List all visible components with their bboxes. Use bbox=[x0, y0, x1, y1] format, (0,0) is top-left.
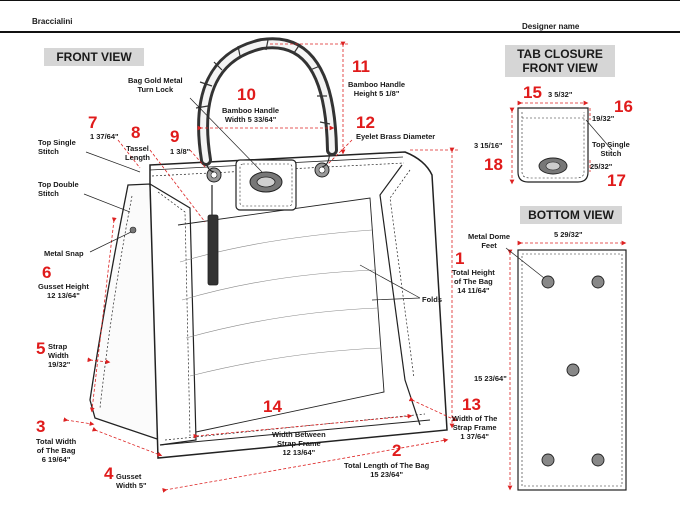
callout-9-number: 9 bbox=[170, 127, 180, 146]
callout-9-text: 1 3/8" bbox=[170, 147, 191, 156]
eyelet-right-hole bbox=[318, 166, 326, 174]
callout-8-text: Tassel Length bbox=[125, 144, 150, 162]
dim-strap-frame-width bbox=[408, 396, 458, 422]
callout-14-text: Width Between Strap Frame 12 13/64" bbox=[272, 430, 326, 457]
callout-1-number: 1 bbox=[455, 249, 465, 268]
center-panel bbox=[177, 197, 385, 433]
dim-eyelet bbox=[327, 139, 353, 165]
callout-18-text: 3 15/16" bbox=[474, 141, 503, 150]
tab-top-stitch-label: Top Single Stitch bbox=[592, 140, 630, 158]
dim-9 bbox=[189, 149, 207, 169]
dome-feet-leader bbox=[505, 247, 545, 279]
callout-1-text: Total Height of The Bag 14 11/64" bbox=[452, 268, 495, 295]
dim-7 bbox=[117, 139, 141, 169]
header-top-rule bbox=[0, 0, 680, 1]
tab-stitch-inner bbox=[521, 112, 585, 179]
callout-17-text: 25/32" bbox=[590, 162, 613, 171]
callout-13-text: Width of The Strap Frame 1 37/64" bbox=[452, 414, 498, 441]
callout-16-text: 19/32" bbox=[592, 114, 615, 123]
sheet-header: Braccialini Designer name bbox=[0, 0, 680, 34]
callout-6-text: Gusset Height 12 13/64" bbox=[38, 282, 89, 300]
bottom-view-drawing bbox=[517, 249, 627, 491]
bottom-width-label: 5 29/32" bbox=[554, 230, 583, 239]
brand-name: Braccialini bbox=[32, 17, 73, 26]
callout-17-number: 17 bbox=[607, 171, 626, 190]
fold-1 bbox=[179, 229, 373, 263]
callout-18-number: 18 bbox=[484, 155, 503, 174]
bamboo-nodes bbox=[195, 39, 331, 125]
turn-lock-center bbox=[256, 176, 276, 188]
bottom-panel-stitch bbox=[521, 253, 623, 487]
dome-feet bbox=[541, 275, 605, 467]
bottom-dimension-lines bbox=[507, 240, 627, 491]
callout-12-text: Eyelet Brass Diameter bbox=[356, 132, 436, 141]
metal-dome-feet-label: Metal Dome Feet bbox=[468, 232, 511, 250]
bottom-view-title: BOTTOM VIEW bbox=[520, 206, 622, 224]
tab-dimension-lines bbox=[509, 100, 591, 185]
callout-10-text: Bamboo Handle Width 5 33/64" bbox=[222, 106, 280, 124]
callout-7-number: 7 bbox=[88, 113, 98, 132]
callout-13-number: 13 bbox=[462, 395, 481, 414]
callout-5-text: Strap Width 19/32" bbox=[48, 342, 71, 369]
callout-6-number: 6 bbox=[42, 263, 52, 282]
metal-snap bbox=[129, 226, 137, 234]
designer-name: Designer name bbox=[522, 22, 580, 31]
folds-label: Folds bbox=[422, 295, 442, 304]
top-single-stitch-label: Top Single Stitch bbox=[38, 138, 76, 156]
callout-14-number: 14 bbox=[263, 397, 282, 416]
callout-2-text: Total Length of The Bag 15 23/64" bbox=[344, 461, 430, 479]
callout-2-number: 2 bbox=[392, 441, 402, 460]
strap-frame-left-stitch bbox=[157, 191, 191, 437]
turn-lock-label: Bag Gold Metal Turn Lock bbox=[128, 76, 183, 94]
callout-11-number: 11 bbox=[352, 57, 370, 76]
dimension-lines bbox=[63, 41, 460, 493]
dim-gusset-width bbox=[91, 426, 163, 457]
bottom-length-label: 15 23/64" bbox=[474, 374, 507, 383]
bag-drawing bbox=[89, 37, 448, 459]
dim-gusset-height bbox=[89, 217, 117, 413]
tab-closure-title: TAB CLOSURE FRONT VIEW bbox=[505, 45, 615, 77]
callout-12-number: 12 bbox=[356, 113, 375, 132]
tab-stitch-leader bbox=[585, 119, 613, 151]
callout-3-number: 3 bbox=[36, 417, 46, 436]
callout-11-text: Bamboo Handle Height 5 1/8" bbox=[348, 80, 406, 98]
callout-16-number: 16 bbox=[614, 97, 633, 116]
tab-closure-title-line1: TAB CLOSURE bbox=[517, 47, 603, 61]
callout-15-number: 15 bbox=[523, 83, 542, 102]
callout-10-number: 10 bbox=[237, 85, 256, 104]
fold-3 bbox=[185, 307, 379, 339]
tab-closure-drawing bbox=[517, 107, 589, 183]
top-double-stitch-label: Top Double Stitch bbox=[38, 180, 79, 198]
dim-total-width bbox=[63, 417, 95, 427]
fold-4 bbox=[189, 347, 382, 377]
tab-outline bbox=[517, 107, 589, 183]
closure-tab-stitch bbox=[239, 163, 293, 207]
eyelet-left-hole bbox=[210, 171, 218, 179]
tassel bbox=[207, 214, 219, 286]
tab-closure-title-line2: FRONT VIEW bbox=[522, 61, 598, 75]
callout-8-number: 8 bbox=[131, 123, 141, 142]
dim-tassel-length bbox=[149, 149, 206, 223]
callout-15-text: 3 5/32" bbox=[548, 90, 573, 99]
fold-2 bbox=[181, 269, 376, 301]
callout-4-number: 4 bbox=[104, 464, 114, 483]
bag-body bbox=[149, 151, 448, 459]
metal-snap-label: Metal Snap bbox=[44, 249, 84, 258]
callout-5-number: 5 bbox=[36, 339, 46, 358]
callout-7-text: 1 37/64" bbox=[90, 132, 119, 141]
callout-4-text: Gusset Width 5" bbox=[116, 472, 147, 490]
dim-width-between bbox=[193, 413, 413, 439]
leader-lines bbox=[83, 97, 421, 301]
front-view-title: FRONT VIEW bbox=[44, 48, 144, 66]
callout-3-text: Total Width of The Bag 6 19/64" bbox=[36, 437, 77, 464]
header-rule bbox=[0, 31, 680, 33]
dim-total-length bbox=[162, 438, 449, 493]
